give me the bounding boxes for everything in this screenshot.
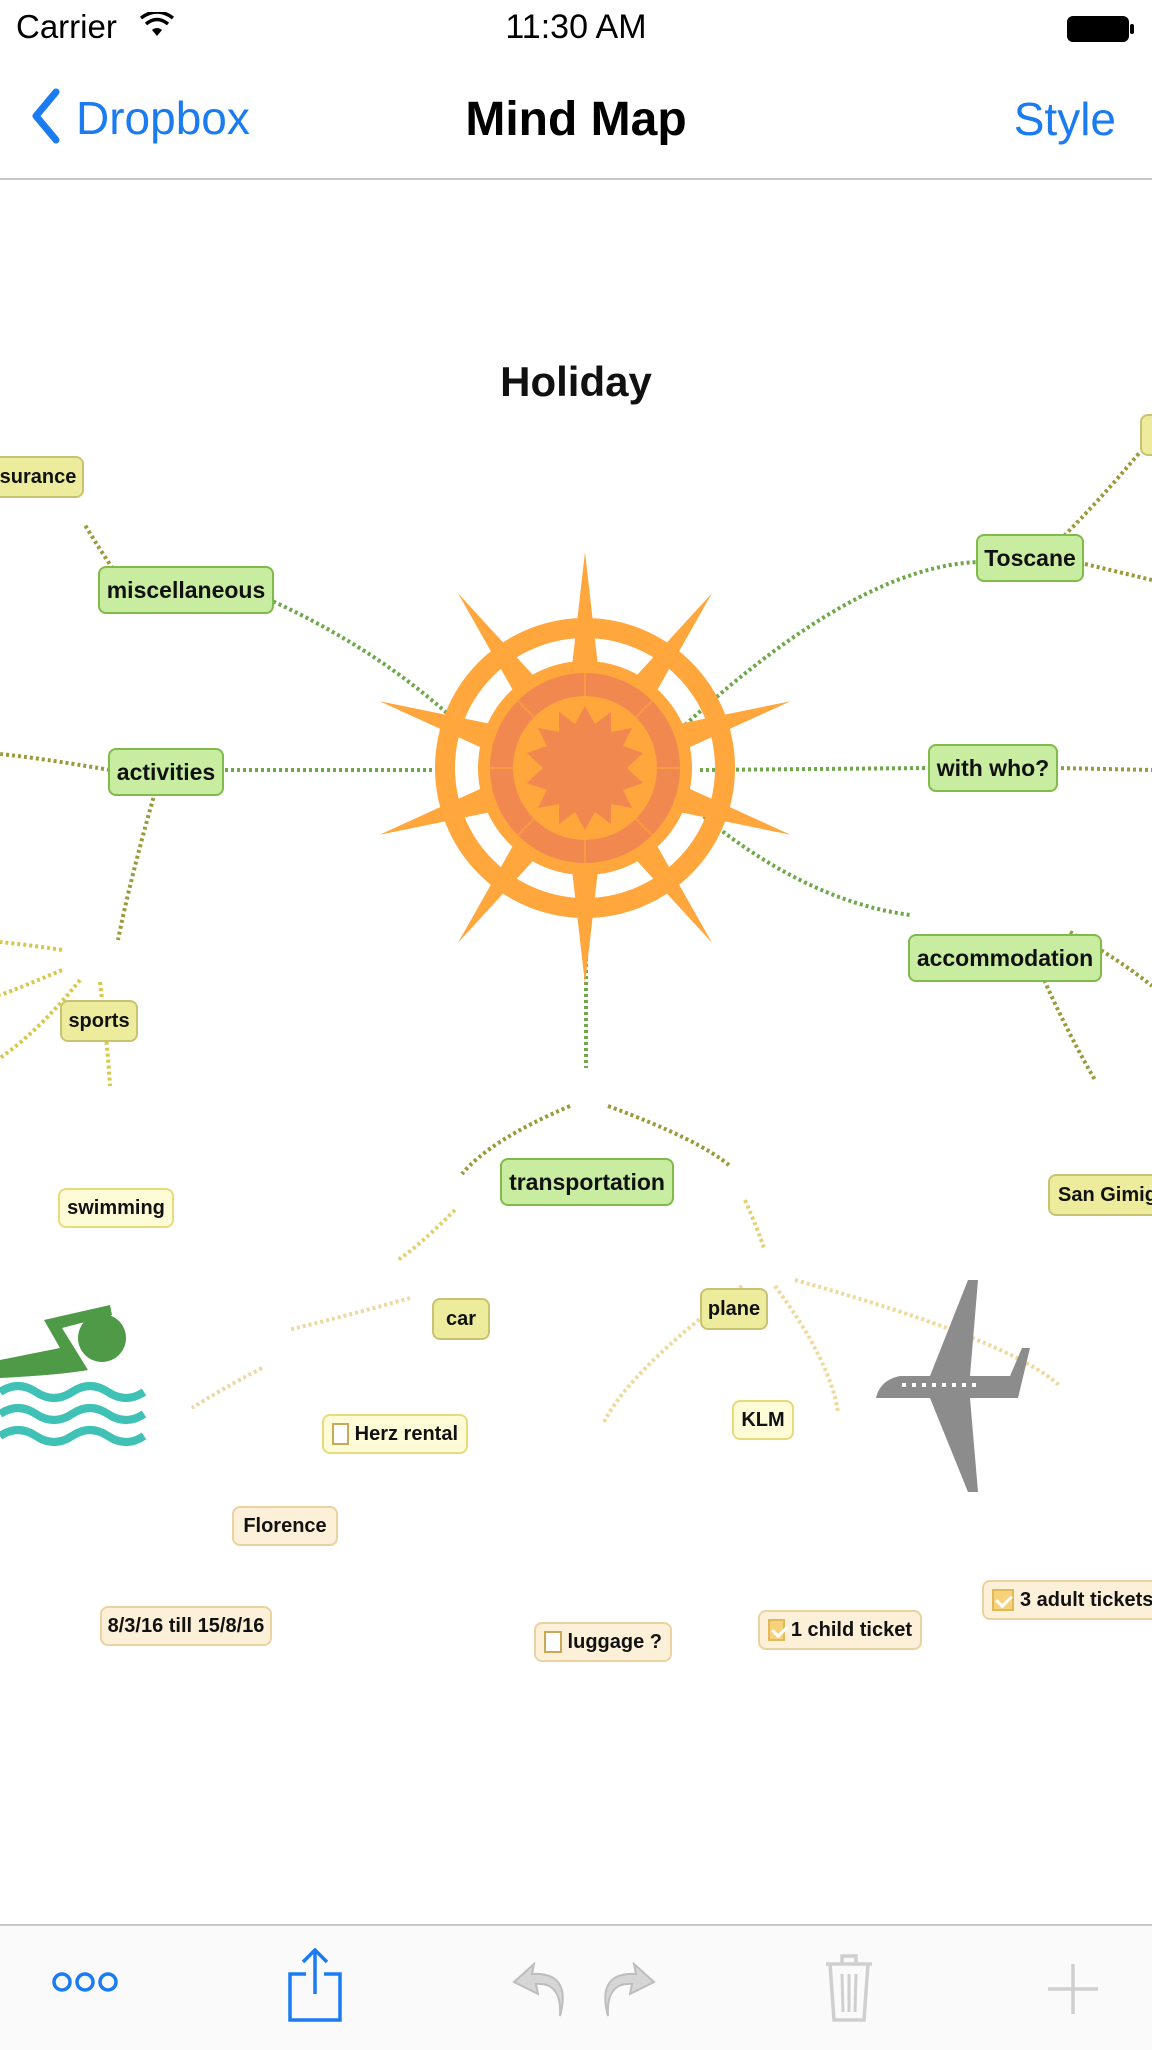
- navigation-bar: Dropbox Mind Map Style: [0, 58, 1152, 180]
- checkbox-herz-rental[interactable]: [332, 1423, 349, 1445]
- redo-icon[interactable]: [594, 1961, 656, 2023]
- central-topic-title[interactable]: Holiday: [500, 358, 652, 405]
- connector-transport-plane: [607, 1104, 732, 1168]
- connector-withwho-right: [1054, 766, 1152, 772]
- sun-image: [379, 552, 791, 984]
- node-san-gimignano[interactable]: San Gimig: [1048, 1174, 1152, 1216]
- connector-toscane-up: [1058, 450, 1142, 542]
- connector-klm-child: [773, 1284, 840, 1413]
- node-insurance[interactable]: surance: [0, 456, 84, 498]
- node-car[interactable]: car: [432, 1298, 490, 1340]
- node-child-ticket-label: 1 child ticket: [790, 1618, 912, 1641]
- undo-icon[interactable]: [512, 1961, 574, 2023]
- node-miscellaneous[interactable]: miscellaneous: [98, 566, 274, 614]
- node-adult-tickets-label: 3 adult tickets: [1020, 1588, 1152, 1611]
- connector-transport-car: [460, 1104, 571, 1176]
- node-luggage[interactable]: luggage ?: [534, 1622, 672, 1662]
- node-sports[interactable]: sports: [60, 1000, 138, 1042]
- page-title: Mind Map: [465, 93, 687, 146]
- node-toscane[interactable]: Toscane: [976, 534, 1084, 582]
- node-plane[interactable]: plane: [700, 1288, 768, 1330]
- node-toscane-child[interactable]: [1140, 414, 1152, 456]
- connector-center-toscane: [683, 560, 981, 727]
- connector-activities-left: [0, 752, 111, 772]
- connector-sports-left1: [0, 940, 63, 952]
- node-dates[interactable]: 8/3/16 till 15/8/16: [100, 1606, 272, 1646]
- connector-florence-dates: [190, 1366, 263, 1410]
- airplane-image: [876, 1280, 1030, 1492]
- node-adult-tickets[interactable]: 3 adult tickets: [982, 1580, 1152, 1620]
- add-icon[interactable]: [1046, 1962, 1100, 2021]
- connector-herz-florence: [287, 1296, 411, 1332]
- carrier-label: Carrier: [16, 8, 117, 45]
- connector-center-miscellaneous: [269, 598, 462, 727]
- share-icon[interactable]: [286, 1947, 344, 2029]
- connector-center-withwho: [699, 766, 931, 772]
- connector-center-accommodation: [688, 803, 911, 917]
- node-luggage-label: luggage ?: [567, 1630, 662, 1653]
- more-icon[interactable]: [52, 1970, 118, 1999]
- connector-sports-left2: [0, 968, 63, 997]
- checkbox-luggage[interactable]: [544, 1631, 562, 1653]
- node-with-who[interactable]: with who?: [928, 744, 1058, 792]
- checkbox-child-ticket[interactable]: [768, 1619, 785, 1641]
- connector-toscane-right: [1084, 562, 1152, 582]
- style-button[interactable]: Style: [1013, 93, 1116, 145]
- checkbox-adult-tickets[interactable]: [992, 1589, 1014, 1611]
- mind-map-canvas[interactable]: Holiday surance miscellaneous Toscane ac…: [0, 180, 1152, 1920]
- connector-car-herz: [396, 1208, 457, 1262]
- mind-map-drawing: [0, 450, 1152, 1492]
- connector-plane-klm: [743, 1199, 766, 1249]
- node-activities[interactable]: activities: [108, 748, 224, 796]
- node-florence[interactable]: Florence: [232, 1506, 338, 1546]
- node-swimming[interactable]: swimming: [58, 1188, 174, 1228]
- swimmer-image: [0, 1305, 147, 1446]
- connector-activities-sports: [116, 791, 157, 941]
- back-label: Dropbox: [76, 92, 250, 144]
- bottom-toolbar: [0, 1924, 1152, 2050]
- node-herz-rental[interactable]: Herz rental: [322, 1414, 468, 1454]
- battery-icon: [1066, 14, 1136, 49]
- node-child-ticket[interactable]: 1 child ticket: [758, 1610, 922, 1650]
- trash-icon[interactable]: [822, 1952, 876, 2029]
- back-button[interactable]: Dropbox: [30, 88, 250, 148]
- chevron-left-icon: [30, 88, 60, 149]
- node-transportation[interactable]: transportation: [500, 1158, 674, 1206]
- node-herz-rental-label: Herz rental: [354, 1422, 458, 1445]
- status-time: 11:30 AM: [505, 8, 647, 46]
- wifi-icon: [139, 10, 175, 43]
- node-accommodation[interactable]: accommodation: [908, 934, 1102, 982]
- connector-sports-left3: [0, 978, 82, 1060]
- node-klm[interactable]: KLM: [732, 1400, 794, 1440]
- status-bar: Carrier 11:30 AM: [0, 0, 1152, 58]
